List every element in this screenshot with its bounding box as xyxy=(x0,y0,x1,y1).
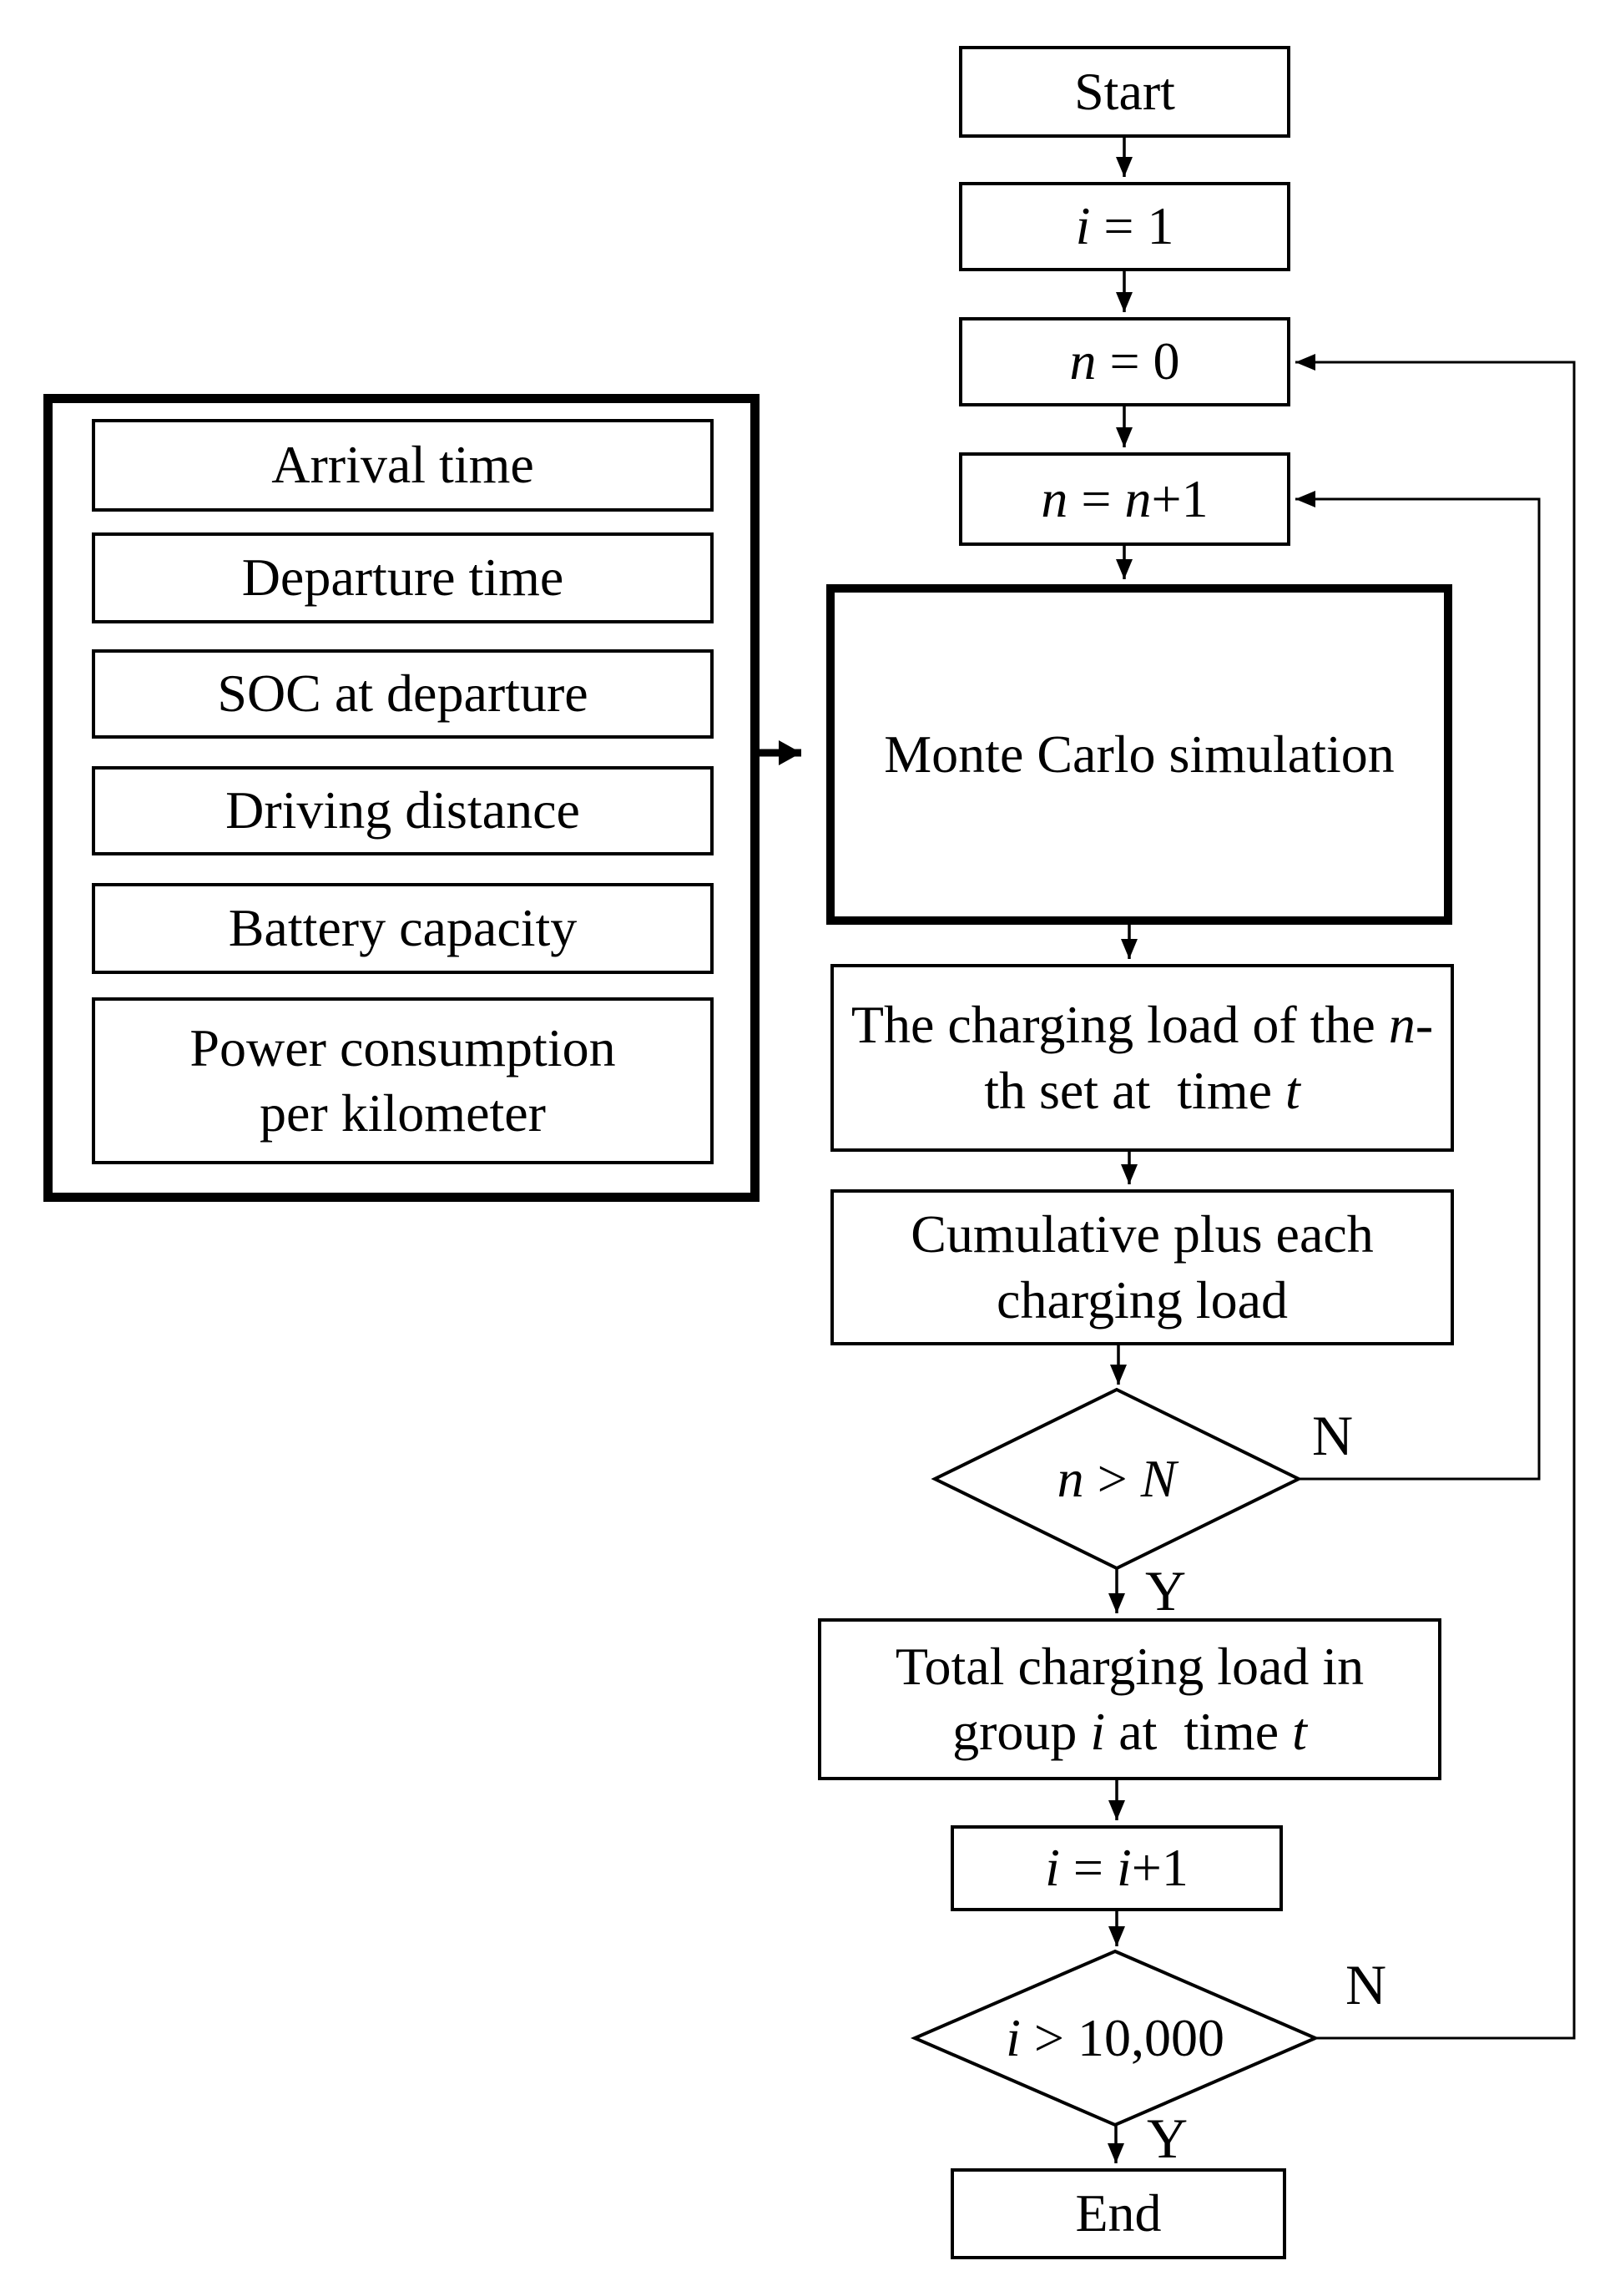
n-increment-node: n = n+1 xyxy=(959,452,1290,546)
branch-label-n-no: N xyxy=(1312,1404,1354,1467)
input-soc-at-departure-label: SOC at departure xyxy=(217,664,588,724)
n-gt-N-decision-shape xyxy=(931,1387,1303,1571)
i-gt-10000-decision: i > 10,000 xyxy=(915,1951,1315,2125)
input-battery-capacity: Battery capacity xyxy=(92,883,714,974)
input-arrival-time: Arrival time xyxy=(92,419,714,512)
input-driving-distance: Driving distance xyxy=(92,766,714,855)
total-load-node: Total charging load in group i at time t xyxy=(818,1618,1441,1780)
branch-label-n-yes: Y xyxy=(1145,1559,1187,1622)
n-increment-node-label: n = n+1 xyxy=(1041,468,1209,528)
input-battery-capacity-label: Battery capacity xyxy=(228,898,578,958)
i-increment-node-label: i = i+1 xyxy=(1045,1838,1189,1898)
nth-charging-load-node: The charging load of the n-th set at tim… xyxy=(830,964,1454,1152)
end-node: End xyxy=(951,2168,1286,2259)
start-node: Start xyxy=(959,46,1290,138)
i-increment-node: i = i+1 xyxy=(951,1825,1283,1911)
monte-carlo-node: Monte Carlo simulation xyxy=(826,584,1452,925)
cumulative-load-node: Cumulative plus each charging load xyxy=(830,1189,1454,1345)
n-init-node-label: n = 0 xyxy=(1069,331,1180,391)
start-node-label: Start xyxy=(1074,61,1175,121)
total-load-node-label: Total charging load in group i at time t xyxy=(895,1636,1378,1761)
input-arrival-time-label: Arrival time xyxy=(271,435,534,495)
branch-label-i-no: N xyxy=(1345,1953,1387,2016)
i-init-node-label: i = 1 xyxy=(1075,196,1174,256)
loop-i-decision-to-n-init xyxy=(1295,354,1576,2040)
monte-carlo-node-label: Monte Carlo simulation xyxy=(884,724,1395,784)
input-power-consumption-label: Power consumption per kilometer xyxy=(189,1017,629,1143)
input-soc-at-departure: SOC at departure xyxy=(92,649,714,739)
input-power-consumption: Power consumption per kilometer xyxy=(92,997,714,1164)
nth-charging-load-node-label: The charging load of the n-th set at tim… xyxy=(850,995,1434,1120)
i-init-node: i = 1 xyxy=(959,182,1290,271)
loop-n-decision-to-n-increment xyxy=(1295,491,1541,1481)
n-gt-N-decision: n > N xyxy=(935,1390,1299,1568)
n-gt-N-decision-label: n > N xyxy=(1057,1449,1177,1508)
n-init-node: n = 0 xyxy=(959,317,1290,406)
i-gt-10000-decision-label: i > 10,000 xyxy=(1006,2008,1224,2067)
i-gt-10000-decision-shape xyxy=(910,1949,1320,2127)
input-departure-time-label: Departure time xyxy=(241,548,564,608)
input-departure-time: Departure time xyxy=(92,532,714,623)
end-node-label: End xyxy=(1075,2183,1162,2243)
input-driving-distance-label: Driving distance xyxy=(225,780,580,840)
cumulative-load-node-label: Cumulative plus each charging load xyxy=(911,1204,1387,1330)
branch-label-i-yes: Y xyxy=(1147,2107,1189,2170)
